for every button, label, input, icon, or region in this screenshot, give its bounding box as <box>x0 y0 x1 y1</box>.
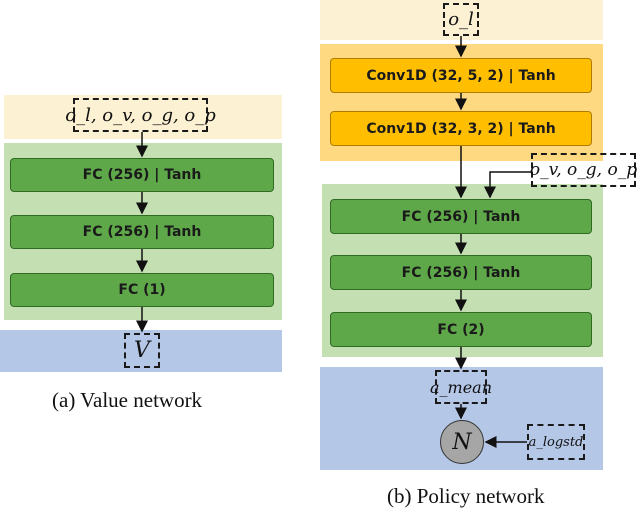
policy-conv-layer-2-label: Conv1D (32, 3, 2) | Tanh <box>366 120 556 137</box>
policy-mean-node: a_mean <box>430 370 492 404</box>
value-output-band <box>0 330 282 372</box>
policy-fc-layer-1: FC (256) | Tanh <box>330 199 592 234</box>
policy-fc-layer-2-label: FC (256) | Tanh <box>401 264 521 281</box>
policy-fc-layer-3-label: FC (2) <box>437 321 485 338</box>
policy-conv-layer-1: Conv1D (32, 5, 2) | Tanh <box>330 58 592 93</box>
policy-fc-layer-1-label: FC (256) | Tanh <box>401 208 521 225</box>
policy-conv-layer-2: Conv1D (32, 3, 2) | Tanh <box>330 111 592 146</box>
value-fc-layer-3-label: FC (1) <box>118 282 166 298</box>
value-fc-layer-2-label: FC (256) | Tanh <box>82 224 202 240</box>
value-input-node: o_l, o_v, o_g, o_p <box>65 98 216 132</box>
value-fc-layer-1-label: FC (256) | Tanh <box>82 167 202 183</box>
policy-network-caption: (b) Policy network <box>387 484 545 508</box>
arrow-side-input-to-fc1 <box>484 171 531 199</box>
policy-fc-layer-2: FC (256) | Tanh <box>330 255 592 290</box>
policy-input-node: o_l <box>443 3 479 36</box>
policy-input-band <box>320 0 603 40</box>
value-fc-layer-2: FC (256) | Tanh <box>10 215 274 249</box>
policy-fc-layer-3: FC (2) <box>330 312 592 347</box>
value-output-node: V <box>124 333 160 368</box>
policy-logstd-node: a_logstd <box>527 424 585 460</box>
value-network-caption: (a) Value network <box>52 388 203 412</box>
policy-side-input-node: o_v, o_g, o_p <box>530 153 637 187</box>
value-fc-layer-3: FC (1) <box>10 273 274 307</box>
value-fc-layer-1: FC (256) | Tanh <box>10 158 274 192</box>
policy-conv-layer-1-label: Conv1D (32, 5, 2) | Tanh <box>366 67 556 84</box>
normal-distribution-node: N <box>440 420 484 464</box>
